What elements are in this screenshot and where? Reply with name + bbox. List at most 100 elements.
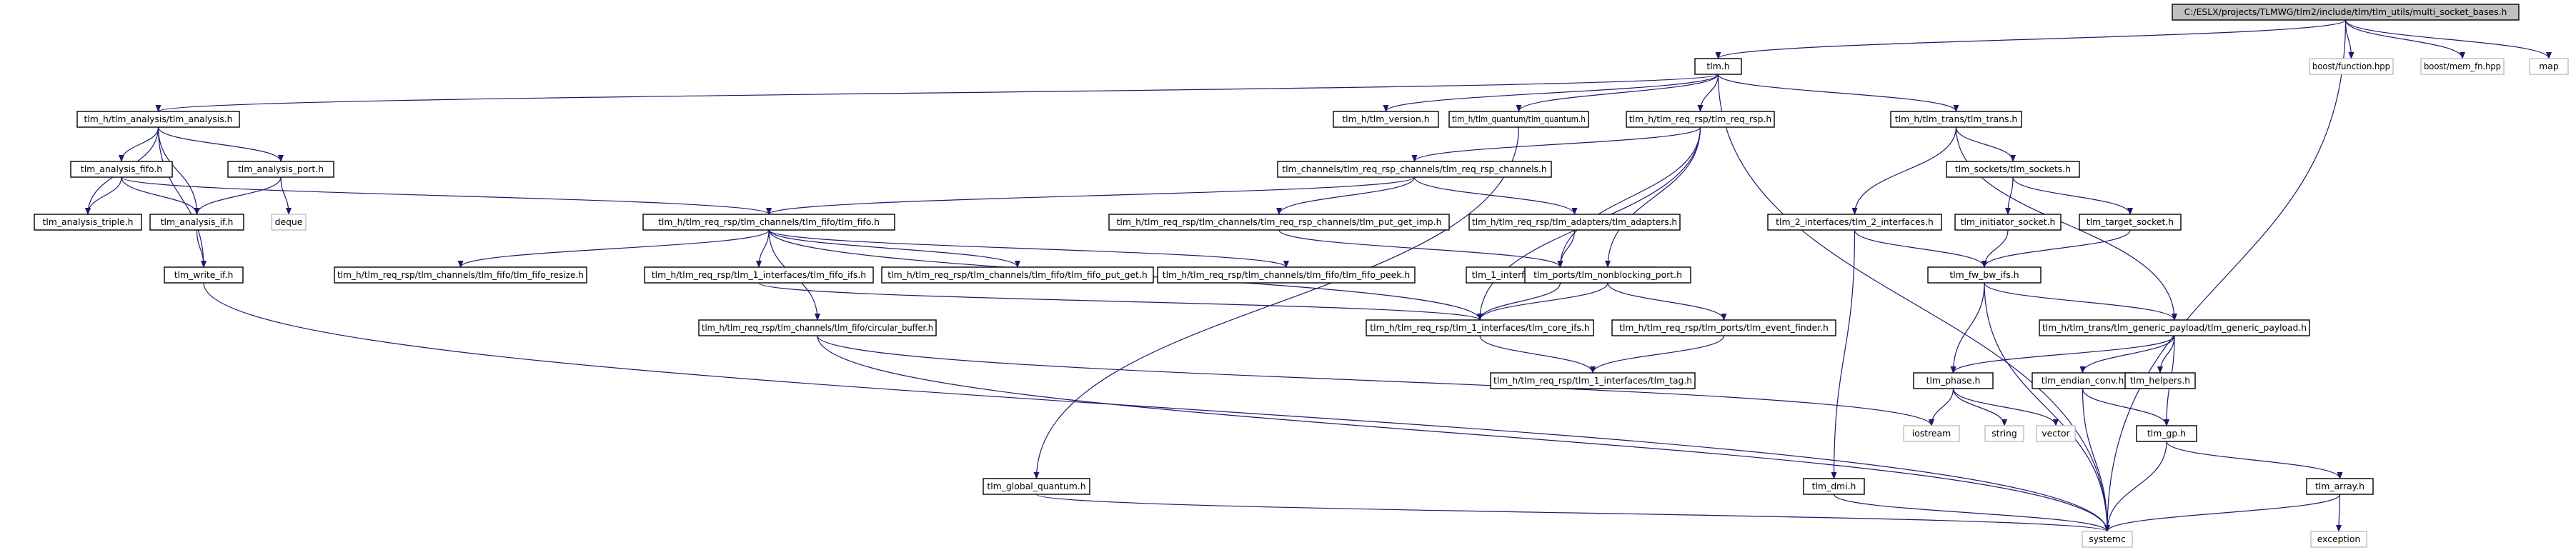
- node-label: tlm_helpers.h: [2130, 375, 2190, 386]
- node-label: C:/ESLX/projects/TLMWG/tlm2/include/tlm/…: [2184, 6, 2507, 17]
- node-gq[interactable]: tlm_global_quantum.h: [983, 478, 1090, 495]
- node-sock[interactable]: tlm_sockets/tlm_sockets.h: [1946, 161, 2080, 178]
- node-reqrsp[interactable]: tlm_h/tlm_req_rsp/tlm_req_rsp.h: [1626, 111, 1775, 128]
- node-box: [1524, 266, 1691, 284]
- edge-fwbw-gp: [1984, 282, 2177, 321]
- edge-fifs-core: [758, 282, 1483, 321]
- edge-anal-aport: [157, 126, 284, 162]
- edge-afifo-atrip: [85, 176, 122, 215]
- node-bfun[interactable]: boost/function.hpp: [2309, 58, 2394, 75]
- node-fwbw[interactable]: tlm_fw_bw_ifs.h: [1927, 266, 2042, 284]
- node-dmi[interactable]: tlm_dmi.h: [1803, 478, 1865, 495]
- node-adapt[interactable]: tlm_h/tlm_req_rsp/tlm_adapters/tlm_adapt…: [1468, 214, 1681, 231]
- node-box: [1946, 161, 2080, 178]
- node-fifo[interactable]: tlm_h/tlm_req_rsp/tlm_channels/tlm_fifo/…: [642, 214, 895, 231]
- node-tgp[interactable]: tlm_gp.h: [2136, 425, 2197, 442]
- node-anal[interactable]: tlm_h/tlm_analysis/tlm_analysis.h: [76, 111, 240, 128]
- node-wif[interactable]: tlm_write_if.h: [164, 266, 244, 284]
- edge-root-sysc: [2104, 19, 2347, 532]
- node-nbport[interactable]: tlm_ports/tlm_nonblocking_port.h: [1524, 266, 1691, 284]
- node-if2[interactable]: tlm_2_interfaces/tlm_2_interfaces.h: [1767, 214, 1942, 231]
- node-exc[interactable]: exception: [2310, 531, 2367, 548]
- node-label: string: [1991, 428, 2017, 439]
- node-isock[interactable]: tlm_initiator_socket.h: [1954, 214, 2062, 231]
- node-fpeek[interactable]: tlm_h/tlm_req_rsp/tlm_channels/tlm_fifo/…: [1157, 266, 1416, 284]
- node-afifo[interactable]: tlm_analysis_fifo.h: [70, 161, 173, 178]
- node-label: tlm_target_socket.h: [2087, 216, 2174, 227]
- node-gp[interactable]: tlm_h/tlm_trans/tlm_generic_payload/tlm_…: [2039, 319, 2310, 336]
- edge-tlmh-anal: [156, 74, 1719, 112]
- node-aport[interactable]: tlm_analysis_port.h: [227, 161, 334, 178]
- node-bmem[interactable]: boost/mem_fn.hpp: [2420, 58, 2505, 75]
- node-box: [1333, 111, 1439, 128]
- node-trans[interactable]: tlm_h/tlm_trans/tlm_trans.h: [1890, 111, 2022, 128]
- edge-endian-tgp: [2082, 388, 2169, 426]
- node-label: tlm_write_if.h: [174, 269, 234, 280]
- edge-cbuf-iostr: [817, 335, 1934, 426]
- node-label: tlm_channels/tlm_req_rsp_channels/tlm_re…: [1282, 164, 1547, 174]
- edge-fwbw-sysc: [1984, 282, 2110, 532]
- node-label: tlm_h/tlm_req_rsp/tlm_1_interfaces/tlm_f…: [652, 269, 866, 280]
- node-pgimp[interactable]: tlm_h/tlm_req_rsp/tlm_channels/tlm_req_r…: [1108, 214, 1450, 231]
- edge-afifo-aif: [121, 176, 200, 215]
- node-box: [2420, 58, 2505, 75]
- node-deque[interactable]: deque: [271, 214, 307, 231]
- node-label: systemc: [2089, 534, 2126, 544]
- node-label: tlm_endian_conv.h: [2042, 375, 2124, 386]
- node-phase[interactable]: tlm_phase.h: [1913, 372, 1994, 389]
- node-tsock[interactable]: tlm_target_socket.h: [2079, 214, 2182, 231]
- node-ver[interactable]: tlm_h/tlm_version.h: [1333, 111, 1439, 128]
- node-fpg[interactable]: tlm_h/tlm_req_rsp/tlm_channels/tlm_fifo/…: [881, 266, 1154, 284]
- node-label: tlm_h/tlm_req_rsp/tlm_channels/tlm_fifo/…: [702, 322, 933, 333]
- node-tag[interactable]: tlm_h/tlm_req_rsp/tlm_1_interfaces/tlm_t…: [1490, 372, 1696, 389]
- node-vec[interactable]: vector: [2036, 425, 2076, 442]
- node-sysc[interactable]: systemc: [2082, 531, 2133, 548]
- node-box: [1157, 266, 1416, 284]
- node-aif[interactable]: tlm_analysis_if.h: [149, 214, 244, 231]
- edge-tlmh-sysc: [1717, 74, 2110, 532]
- node-quant[interactable]: tlm_h/tlm_quantum/tlm_quantum.h: [1448, 111, 1589, 128]
- node-label: deque: [275, 216, 303, 227]
- node-map[interactable]: map: [2529, 58, 2569, 75]
- node-box: [1626, 111, 1775, 128]
- node-iostr[interactable]: iostream: [1903, 425, 1960, 442]
- node-label: tlm_h/tlm_req_rsp/tlm_1_interfaces/tlm_c…: [1370, 322, 1589, 333]
- node-box: [1903, 425, 1960, 442]
- node-endian[interactable]: tlm_endian_conv.h: [2032, 372, 2134, 389]
- edge-root-tlmh: [1715, 19, 2347, 59]
- node-label: tlm_h/tlm_req_rsp/tlm_1_interfaces/tlm_t…: [1493, 375, 1692, 386]
- node-box: [70, 161, 173, 178]
- edge-sock-isock: [2005, 176, 2014, 215]
- edge-gp-phase: [1950, 335, 2175, 374]
- edge-root-map: [2344, 19, 2552, 59]
- node-box: [1468, 214, 1681, 231]
- node-atrip[interactable]: tlm_analysis_triple.h: [34, 214, 142, 231]
- edge-tlmh-trans: [1717, 74, 1959, 112]
- node-box: [1366, 319, 1594, 336]
- node-box: [164, 266, 244, 284]
- node-label: vector: [2042, 428, 2070, 439]
- edge-aport-aif: [194, 176, 282, 215]
- node-box: [2036, 425, 2076, 442]
- edge-phase-iostr: [1929, 388, 1954, 426]
- node-label: tlm_h/tlm_version.h: [1342, 114, 1429, 124]
- node-box: [644, 266, 874, 284]
- node-fresz[interactable]: tlm_h/tlm_req_rsp/tlm_channels/tlm_fifo/…: [334, 266, 587, 284]
- node-root[interactable]: C:/ESLX/projects/TLMWG/tlm2/include/tlm/…: [2172, 4, 2520, 21]
- node-arr[interactable]: tlm_array.h: [2306, 478, 2374, 495]
- edge-if2-fwbw: [1854, 229, 1987, 268]
- edge-tlmh-quant: [1516, 74, 1719, 112]
- node-str[interactable]: string: [1984, 425, 2024, 442]
- node-box: [2039, 319, 2310, 336]
- edge-if2-dmi: [1831, 229, 1856, 479]
- node-core[interactable]: tlm_h/tlm_req_rsp/tlm_1_interfaces/tlm_c…: [1366, 319, 1594, 336]
- node-cbuf[interactable]: tlm_h/tlm_req_rsp/tlm_channels/tlm_fifo/…: [698, 319, 937, 336]
- node-help[interactable]: tlm_helpers.h: [2124, 372, 2196, 389]
- node-evf[interactable]: tlm_h/tlm_req_rsp/tlm_ports/tlm_event_fi…: [1611, 319, 1836, 336]
- edge-tsock-fwbw: [1981, 229, 2131, 268]
- node-chan[interactable]: tlm_channels/tlm_req_rsp_channels/tlm_re…: [1277, 161, 1552, 178]
- edge-nbport-core: [1477, 282, 1608, 321]
- node-fifs[interactable]: tlm_h/tlm_req_rsp/tlm_1_interfaces/tlm_f…: [644, 266, 874, 284]
- node-tlmh[interactable]: tlm.h: [1694, 58, 1742, 75]
